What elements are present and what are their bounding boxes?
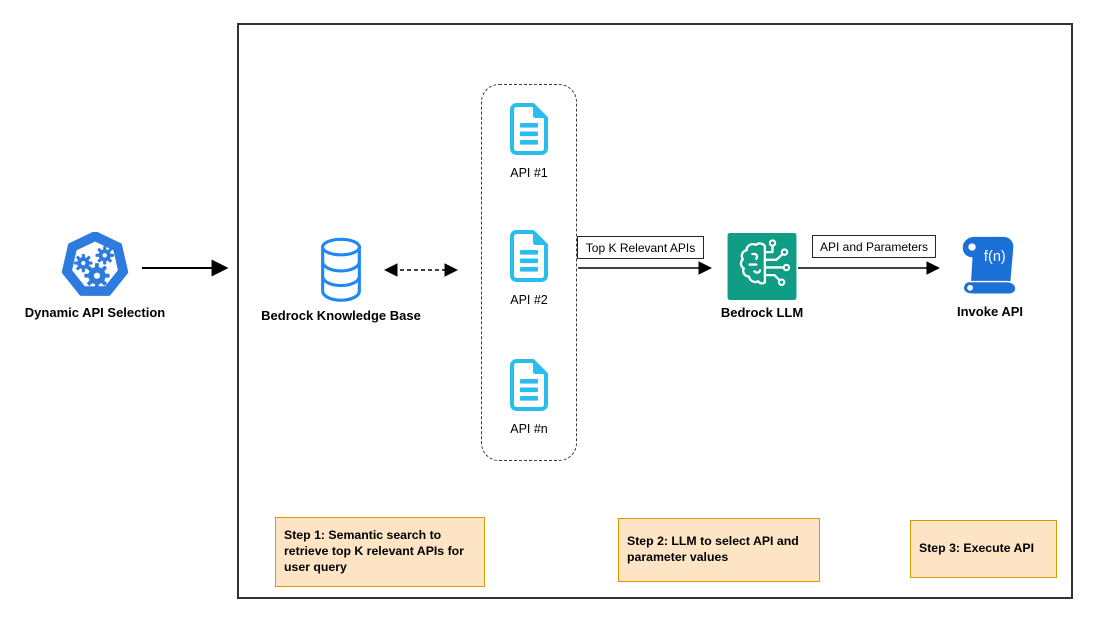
node-label: Bedrock Knowledge Base xyxy=(261,308,421,323)
function-scroll-icon: f(n) xyxy=(962,236,1017,295)
node-label: Dynamic API Selection xyxy=(24,305,166,320)
step-1-text: Step 1: Semantic search to retrieve top … xyxy=(284,528,464,574)
doc-label: API #n xyxy=(510,422,548,436)
node-bedrock-llm: Bedrock LLM xyxy=(692,233,832,321)
gear-icon xyxy=(84,263,110,289)
node-label: Bedrock LLM xyxy=(720,305,804,320)
gear-icon xyxy=(74,253,93,273)
fn-label: f(n) xyxy=(984,249,1006,265)
dynamic-api-selection-icon xyxy=(61,232,129,296)
doc-label: API #2 xyxy=(510,293,548,307)
step-3-text: Step 3: Execute API xyxy=(919,541,1035,555)
pipeline-boundary-box xyxy=(237,23,1073,599)
document-icon xyxy=(510,359,548,411)
step-3-box: Step 3: Execute API xyxy=(910,520,1057,578)
api-documents-group xyxy=(481,84,577,461)
brain-circuit-icon xyxy=(727,233,797,300)
edge-label-top-k-relevant-apis: Top K Relevant APIs xyxy=(577,236,704,259)
step-1-box: Step 1: Semantic search to retrieve top … xyxy=(275,517,485,587)
node-bedrock-knowledge-base: Bedrock Knowledge Base xyxy=(251,237,431,324)
node-api-2: API #2 xyxy=(481,229,577,307)
step-2-box: Step 2: LLM to select API and parameter … xyxy=(618,518,820,582)
node-dynamic-api-selection: Dynamic API Selection xyxy=(8,232,182,321)
node-invoke-api: f(n) Invoke API xyxy=(922,231,1058,320)
step-2-text: Step 2: LLM to select API and parameter … xyxy=(627,534,799,564)
edge-label-api-and-parameters: API and Parameters xyxy=(812,235,936,258)
document-icon xyxy=(510,230,548,282)
gear-icon xyxy=(95,246,114,265)
doc-label: API #1 xyxy=(510,166,548,180)
document-icon xyxy=(510,103,548,155)
node-api-n: API #n xyxy=(481,358,577,436)
database-icon xyxy=(321,237,361,302)
node-label: Invoke API xyxy=(957,304,1023,319)
node-api-1: API #1 xyxy=(481,102,577,180)
